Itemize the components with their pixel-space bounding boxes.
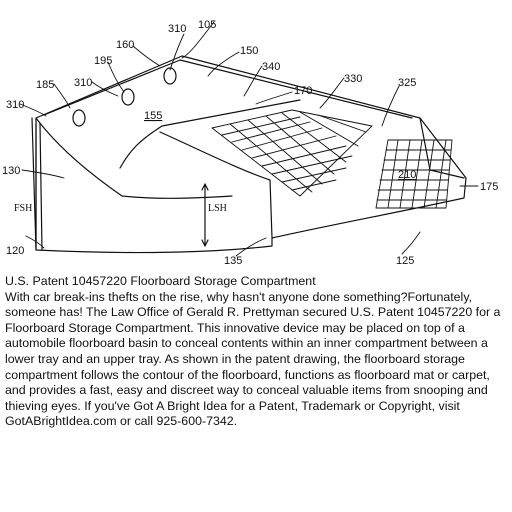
dim-label-fsh: FSH [14,203,32,214]
caption-block: U.S. Patent 10457220 Floorboard Storage … [5,274,509,508]
ref-label-125: 125 [396,255,414,267]
hole-310-a [72,109,86,127]
heel-section [35,117,233,199]
ref-label-120: 120 [6,245,24,257]
ref-label-340: 340 [262,61,280,73]
ref-label-175: 175 [480,181,498,193]
ref-label-310: 310 [168,23,186,35]
ref-label-330: 330 [344,73,362,85]
front-wall-inner [39,123,43,251]
inner-contour-top [43,59,413,119]
ref-label-310: 310 [74,77,92,89]
ref-label-325: 325 [398,77,416,89]
caption-body: With car break-ins thefts on the rise, w… [5,289,501,429]
ref-label-135: 135 [224,255,242,267]
front-wall [31,117,37,251]
ref-label-155: 155 [144,110,162,122]
mesh-panel-330 [211,109,373,197]
ref-label-170: 170 [294,85,312,97]
ref-label-310: 310 [6,99,24,111]
patent-drawing: 310 105 160 150 195 340 185 310 330 325 … [2,19,498,267]
caption-title: U.S. Patent 10457220 Floorboard Storage … [5,274,316,288]
ref-label-185: 185 [36,79,54,91]
ref-label-195: 195 [94,55,112,67]
hole-310-b [121,88,135,106]
ref-label-150: 150 [240,45,258,57]
hole-310-c [163,67,177,85]
inner-contour-slope [119,99,301,169]
leader-lines [19,21,479,257]
ref-label-130: 130 [2,165,20,177]
ref-label-160: 160 [116,39,134,51]
mesh-panel-210 [375,139,453,209]
ref-label-105: 105 [198,19,216,31]
dim-label-lsh: LSH [208,203,227,214]
ref-label-210: 210 [398,169,416,181]
inner-contour-lower [159,131,273,239]
